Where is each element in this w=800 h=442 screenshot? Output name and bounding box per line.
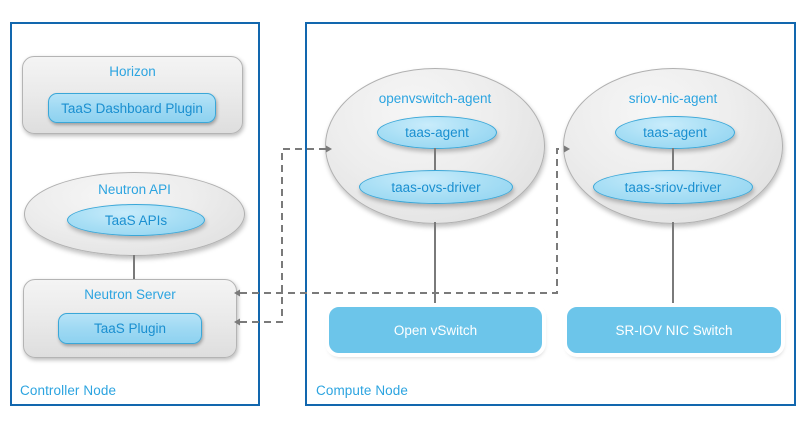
neutron-server-title: Neutron Server bbox=[84, 287, 176, 302]
connector-sriov-agent-to-switch bbox=[672, 222, 674, 307]
taas-ovs-driver-ellipse[interactable]: taas-ovs-driver bbox=[359, 170, 513, 204]
controller-node-label: Controller Node bbox=[20, 383, 117, 398]
neutron-api-title: Neutron API bbox=[98, 182, 171, 197]
connector-ovs-agent-to-switch bbox=[434, 222, 436, 307]
connector-sriov-agent-to-driver bbox=[672, 148, 674, 172]
taas-plugin-box[interactable]: TaaS Plugin bbox=[58, 313, 202, 344]
connector-ovs-agent-to-driver bbox=[434, 148, 436, 172]
sriov-taas-agent-ellipse[interactable]: taas-agent bbox=[615, 116, 735, 149]
taas-sriov-driver-ellipse[interactable]: taas-sriov-driver bbox=[593, 170, 753, 204]
compute-node-label: Compute Node bbox=[316, 383, 409, 398]
connector-neutron-api-to-server bbox=[133, 255, 135, 279]
openvswitch-agent-title: openvswitch-agent bbox=[378, 91, 492, 106]
sriov-nic-switch-box[interactable]: SR-IOV NIC Switch bbox=[566, 306, 782, 354]
sriov-nic-agent-title: sriov-nic-agent bbox=[628, 91, 718, 106]
horizon-title: Horizon bbox=[109, 64, 156, 79]
taas-apis-ellipse[interactable]: TaaS APIs bbox=[67, 204, 205, 236]
open-vswitch-box[interactable]: Open vSwitch bbox=[328, 306, 543, 354]
ovs-taas-agent-ellipse[interactable]: taas-agent bbox=[377, 116, 497, 149]
taas-dashboard-plugin-box[interactable]: TaaS Dashboard Plugin bbox=[48, 93, 216, 123]
